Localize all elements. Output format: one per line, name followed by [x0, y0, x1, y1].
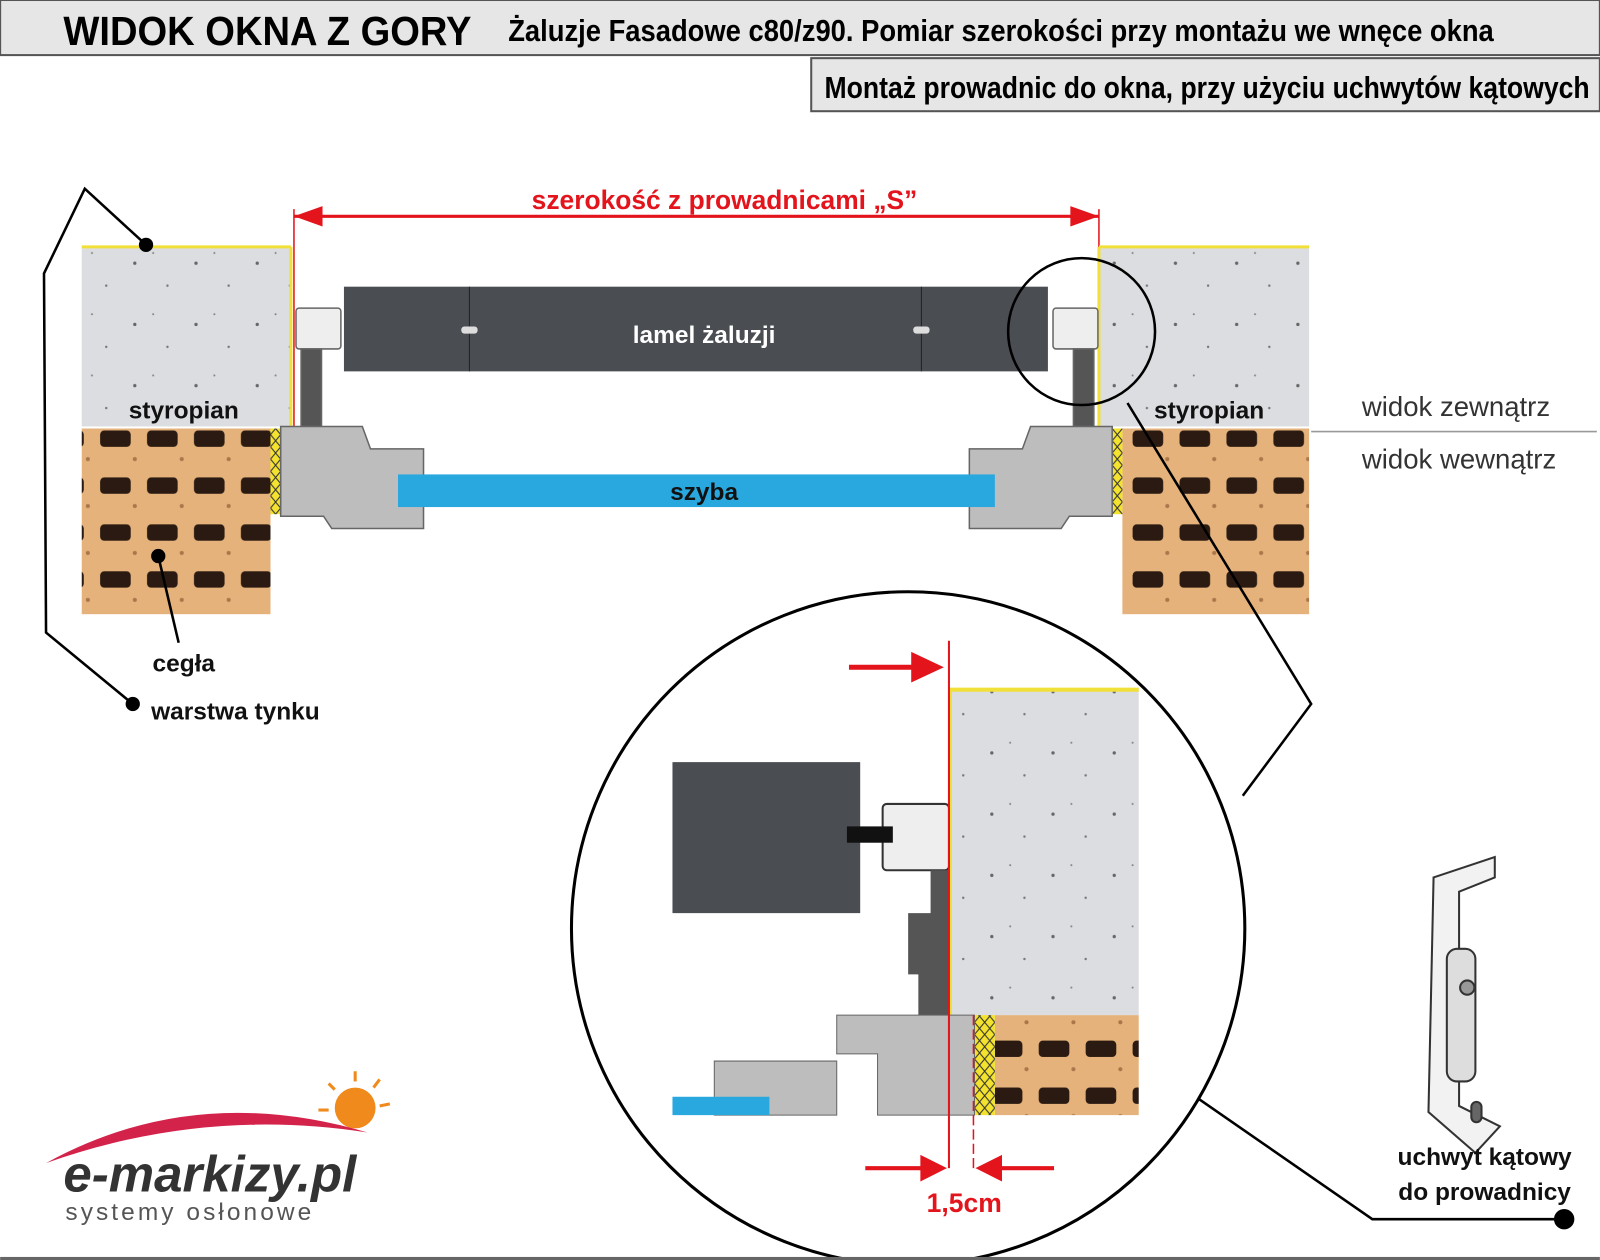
- left-wall: styropian: [81, 245, 293, 615]
- outside-view-label: widok zewnątrz: [1361, 391, 1550, 422]
- header: WIDOK OKNA Z GORY Żaluzje Fasadowe c80/z…: [0, 0, 1600, 113]
- glass-label: szyba: [670, 479, 738, 506]
- logo-tagline: systemy osłonowe: [65, 1199, 314, 1226]
- bracket-label-1: uchwyt kątowy: [1398, 1144, 1572, 1171]
- gap-label: 1,5cm: [927, 1188, 1002, 1218]
- glass: szyba: [398, 474, 995, 508]
- page-subtitle: Żaluzje Fasadowe c80/z90. Pomiar szeroko…: [508, 14, 1494, 48]
- detail-view: 1,5cm: [570, 590, 1247, 1260]
- page-title: WIDOK OKNA Z GORY: [63, 8, 471, 54]
- inside-view-label: widok wewnątrz: [1361, 443, 1556, 474]
- page-subtitle-2: Montaż prowadnic do okna, przy użyciu uc…: [824, 71, 1589, 105]
- logo-text: e-markizy.pl: [63, 1146, 358, 1203]
- window-frames: [279, 307, 1113, 530]
- angle-bracket-illustration: [1427, 855, 1502, 1155]
- bracket-label-2: do prowadnicy: [1398, 1179, 1571, 1206]
- brick-label: cegła: [152, 650, 215, 677]
- lamel: lamel żaluzji: [343, 286, 1048, 372]
- plaster-label: warstwa tynku: [150, 698, 320, 725]
- styrofoam-label-right: styropian: [1154, 397, 1264, 424]
- detail-marker-circle: [1006, 256, 1157, 407]
- sun-icon: [318, 1071, 391, 1129]
- dimension-label: szerokość z prowadnicami „S”: [532, 185, 918, 215]
- company-logo: e-markizy.pl systemy osłonowe: [46, 1071, 391, 1226]
- styrofoam-label-left: styropian: [129, 397, 239, 424]
- right-wall: styropian: [1097, 245, 1310, 615]
- lamel-label: lamel żaluzji: [633, 322, 776, 349]
